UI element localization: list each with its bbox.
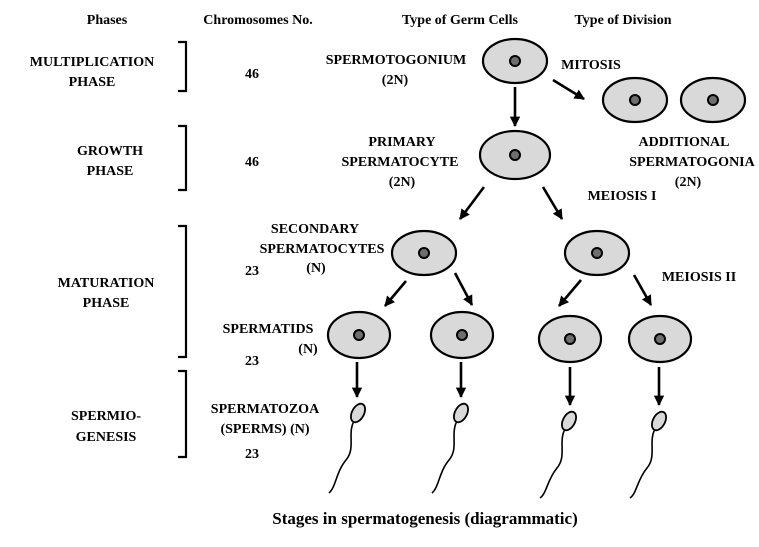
phase-spermiogenesis-line2: GENESIS <box>76 430 137 445</box>
header-phases: Phases <box>87 13 128 28</box>
sperm-icon <box>629 410 667 499</box>
label-additional-ploidy: (2N) <box>675 175 702 190</box>
arrow-meiosis2-ll <box>384 280 407 307</box>
label-spermatogonium: SPERMOTOGONIUM <box>326 53 467 68</box>
bracket-growth <box>178 124 188 192</box>
arrow-meiosis1-right <box>541 186 564 220</box>
cell-secondary-spermatocyte <box>563 229 631 277</box>
label-mitosis: MITOSIS <box>561 58 621 73</box>
label-spermatids: SPERMATIDS <box>223 322 314 337</box>
cell-spermatid <box>537 314 603 364</box>
chromosome-count-spermatids: 23 <box>245 354 259 369</box>
bracket-spermiogenesis <box>178 369 188 459</box>
label-additional-line2: SPERMATOGONIA <box>629 155 755 170</box>
figure-caption: Stages in spermatogenesis (diagrammatic) <box>272 509 578 528</box>
sperm-icon <box>328 402 366 494</box>
label-primary-line1: PRIMARY <box>368 135 435 150</box>
chromosome-count-spermatozoa: 23 <box>245 447 259 462</box>
label-secondary-ploidy: (N) <box>306 261 326 276</box>
phase-maturation-line1: MATURATION <box>58 276 155 291</box>
label-spermatids-ploidy: (N) <box>298 342 318 357</box>
arrow-meiosis1-left <box>458 186 486 220</box>
phase-growth-line1: GROWTH <box>77 144 143 159</box>
chromosome-count-multiplication: 46 <box>245 67 259 82</box>
label-secondary-line2: SPERMATOCYTES <box>260 242 385 257</box>
phase-spermiogenesis-line1: SPERMIO- <box>71 409 141 424</box>
arrow-meiosis2-lr <box>453 272 474 306</box>
label-spermatogonium-ploidy: (2N) <box>382 73 409 88</box>
label-secondary-line1: SECONDARY <box>271 222 359 237</box>
label-spermatozoa-ploidy: (SPERMS) (N) <box>220 422 309 437</box>
chromosome-count-secondary: 23 <box>245 264 259 279</box>
phase-growth-line2: PHASE <box>87 164 134 179</box>
arrow-meiosis2-rr <box>632 274 653 306</box>
arrow-meiosis2-rl <box>558 279 582 307</box>
sperm-icon <box>431 402 469 494</box>
label-spermatozoa: SPERMATOZOA <box>211 402 320 417</box>
arrow-mitosis <box>552 78 585 101</box>
cell-additional-spermatogonium <box>679 76 747 124</box>
chromosome-count-growth: 46 <box>245 155 259 170</box>
cell-additional-spermatogonium <box>601 76 669 124</box>
cell-spermatid <box>627 314 693 364</box>
bracket-maturation <box>178 224 188 359</box>
label-primary-ploidy: (2N) <box>389 175 416 190</box>
sperm-icon <box>539 410 577 499</box>
label-meiosis-1: MEIOSIS I <box>588 189 657 204</box>
label-additional-line1: ADDITIONAL <box>638 135 729 150</box>
label-meiosis-2: MEIOSIS II <box>662 270 736 285</box>
bracket-multiplication <box>178 40 188 93</box>
cell-spermatid <box>326 310 392 360</box>
header-division: Type of Division <box>575 13 672 28</box>
cell-primary-spermatocyte <box>478 129 552 181</box>
phase-multiplication-line1: MULTIPLICATION <box>30 55 154 70</box>
cell-spermatid <box>429 310 495 360</box>
phase-maturation-line2: PHASE <box>83 296 130 311</box>
label-primary-line2: SPERMATOCYTE <box>342 155 459 170</box>
phase-multiplication-line2: PHASE <box>69 75 116 90</box>
cell-spermatogonium <box>481 37 549 85</box>
header-chromosomes: Chromosomes No. <box>203 13 312 28</box>
header-germ-cells: Type of Germ Cells <box>402 13 519 28</box>
cell-secondary-spermatocyte <box>390 229 458 277</box>
